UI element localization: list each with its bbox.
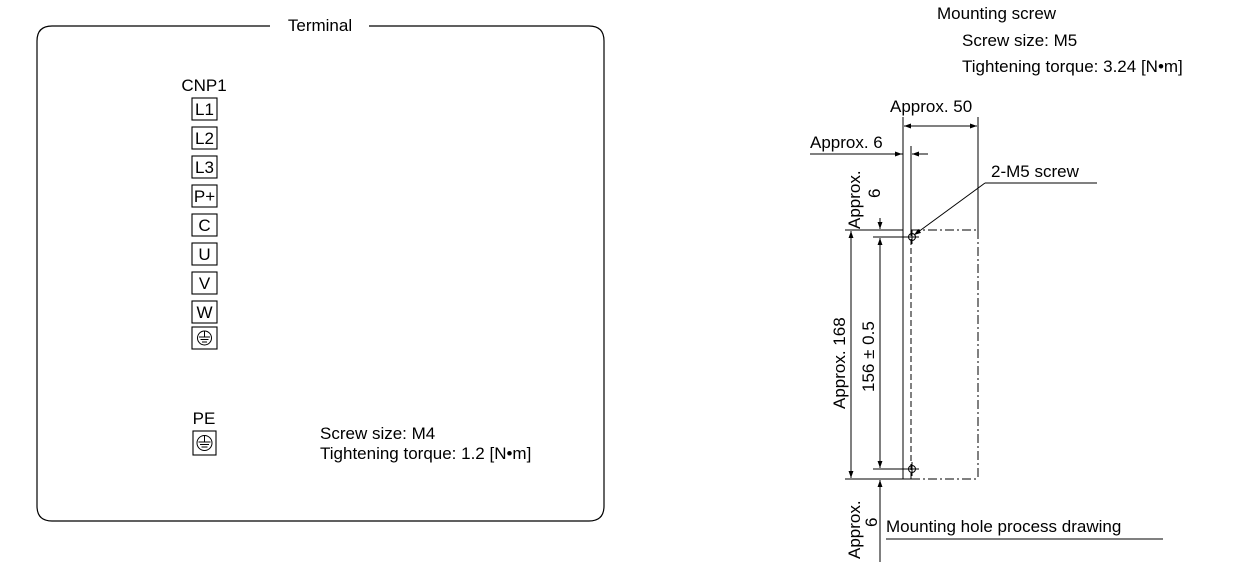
dim-pitch-label: 156 ± 0.5 (859, 321, 878, 392)
terminal-screw-size: Screw size: M4 (320, 424, 435, 443)
dim-width-label: Approx. 50 (890, 97, 972, 116)
terminal-panel: Terminal CNP1 L1 L2 L3 P+ C U V W (36, 16, 605, 522)
pin-label: W (196, 303, 212, 322)
pin-label: U (198, 245, 210, 264)
pin-label: P+ (194, 187, 215, 206)
pin-box (191, 242, 218, 266)
pin-label: L2 (195, 129, 214, 148)
pe-ground-icon (192, 430, 217, 456)
pin-label: L3 (195, 158, 214, 177)
pin-strip: L1 L2 L3 P+ C U V W (191, 97, 218, 350)
mounting-heading: Mounting screw (937, 4, 1057, 23)
pin-box (191, 97, 218, 121)
drawing-caption: Mounting hole process drawing (886, 517, 1121, 536)
pin-label: L1 (195, 100, 214, 119)
pin-box (191, 126, 218, 150)
dim-height-label: Approx. 168 (830, 317, 849, 409)
pin-label: C (198, 216, 210, 235)
mounting-drawing: Mounting screw Screw size: M5 Tightening… (810, 4, 1183, 562)
dim-bottom-label: Approx. (845, 500, 864, 559)
pin-box (191, 155, 218, 179)
pin-box (191, 271, 218, 295)
terminal-frame (36, 25, 605, 522)
dim-top-label: Approx. (845, 170, 864, 229)
pin-label: V (199, 274, 211, 293)
terminal-torque: Tightening torque: 1.2 [N•m] (320, 444, 531, 463)
mounting-torque: Tightening torque: 3.24 [N•m] (962, 57, 1183, 76)
dim-bottom-value: 6 (862, 518, 881, 527)
dim-offset-label: Approx. 6 (810, 133, 883, 152)
mounting-screw-size: Screw size: M5 (962, 31, 1077, 50)
terminal-title: Terminal (288, 16, 352, 35)
pin-box (191, 300, 218, 324)
ground-pin-icon (191, 326, 218, 350)
pin-box (191, 184, 218, 208)
dim-top-value: 6 (865, 189, 884, 198)
screw-callout-label: 2-M5 screw (991, 162, 1080, 181)
pin-box (191, 213, 218, 237)
pe-label: PE (193, 409, 216, 428)
connector-label: CNP1 (181, 76, 226, 95)
